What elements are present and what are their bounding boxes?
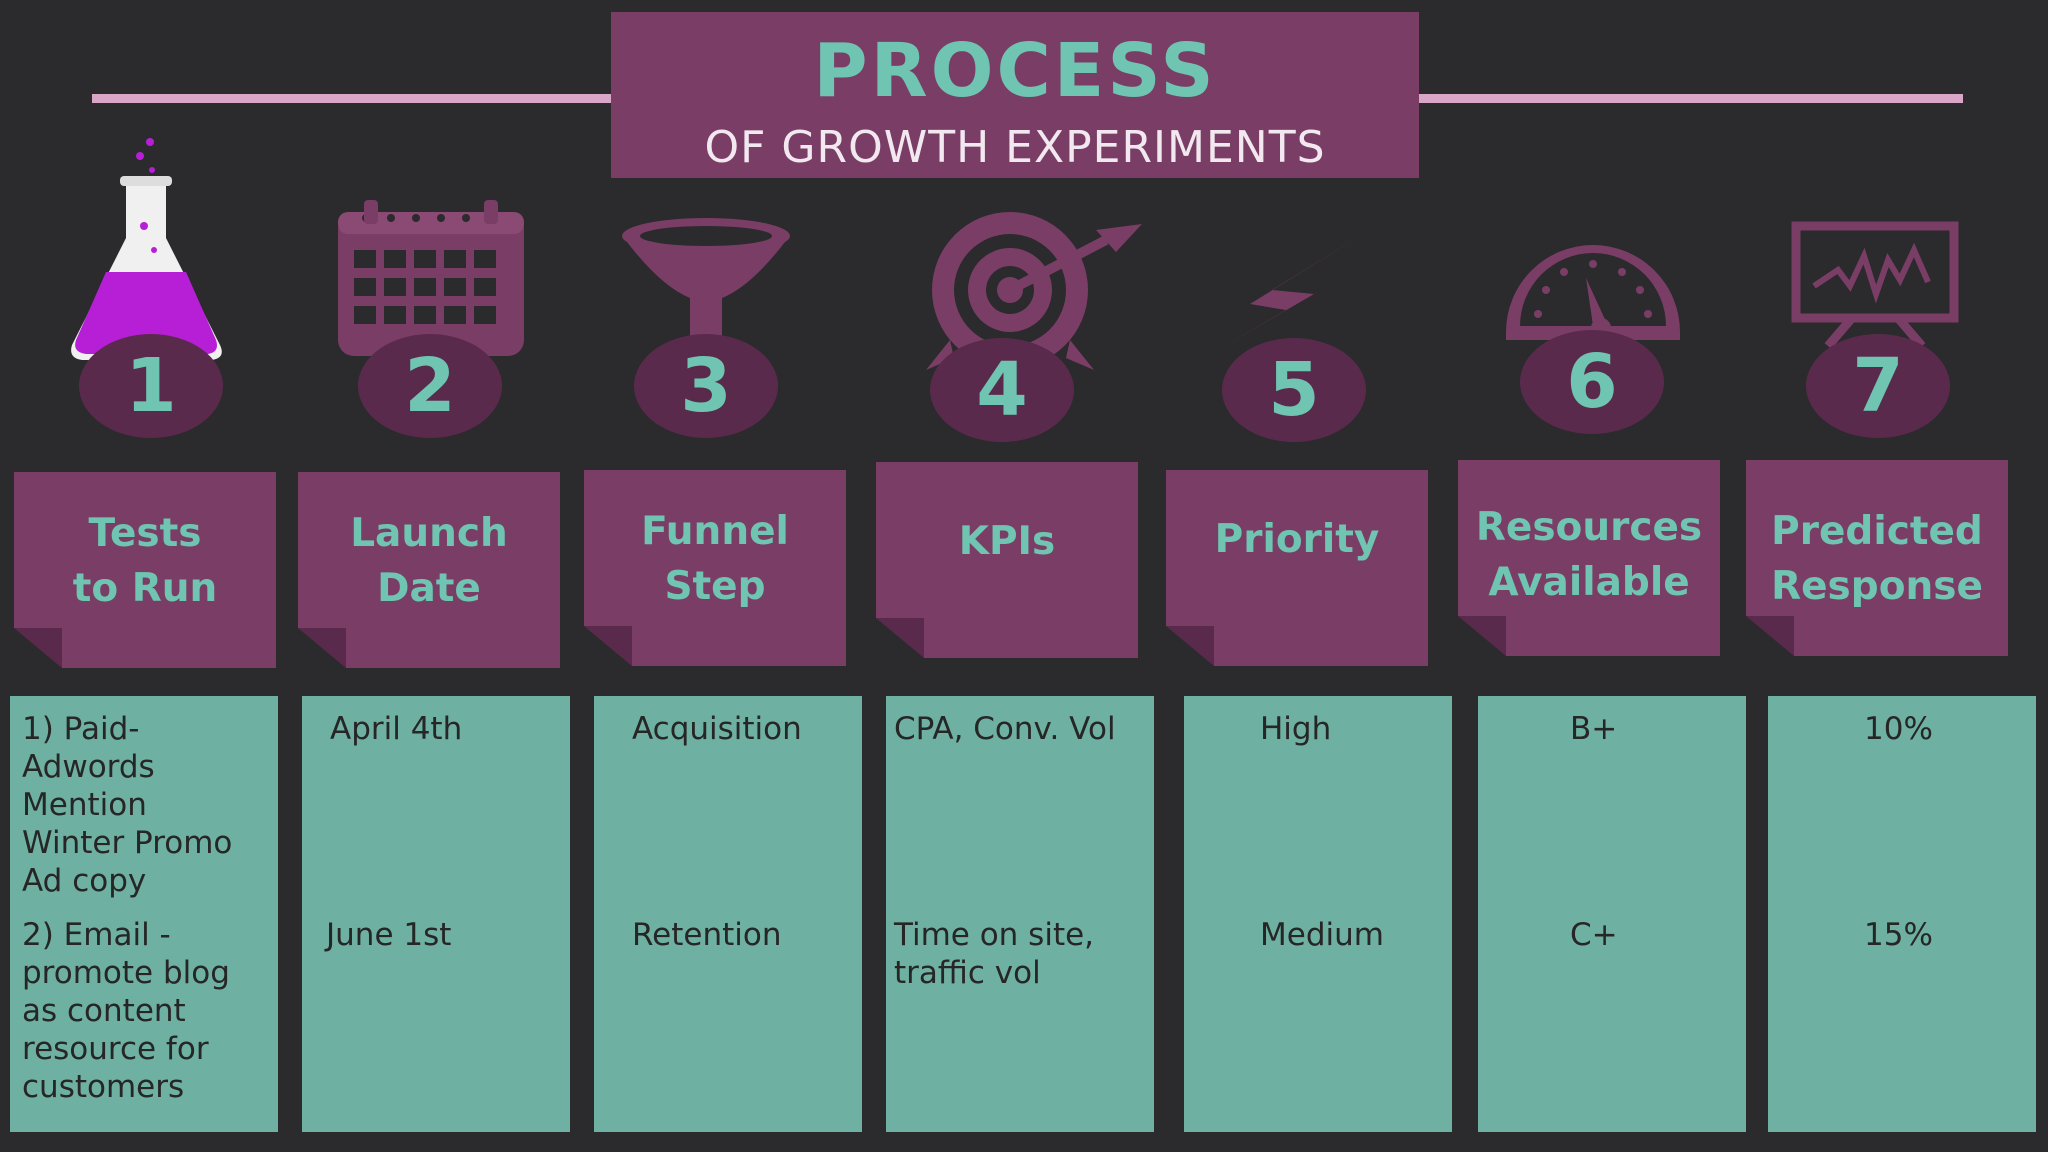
step-number: 3 [634, 334, 778, 438]
step-number: 4 [930, 338, 1074, 442]
monitor-chart-icon [1791, 221, 1959, 348]
column-label: Funnel Step [641, 509, 789, 609]
step-number: 1 [79, 334, 223, 438]
header-rule-left [92, 94, 612, 103]
cell-value: 15% [1864, 917, 1933, 953]
column-label: Predicted Response [1771, 509, 1983, 609]
funnel-icon [622, 218, 790, 346]
page-fold [1166, 626, 1214, 666]
column-header-1: Tests to Run [14, 472, 276, 668]
page-fold [584, 626, 632, 666]
page-fold [298, 628, 346, 668]
column-header-5: Priority [1166, 470, 1428, 666]
page-title: PROCESS [813, 28, 1217, 114]
page-fold [14, 628, 62, 668]
title-banner: PROCESS OF GROWTH EXPERIMENTS [611, 12, 1419, 178]
column-cell-1: 1) Paid- Adwords Mention Winter Promo Ad… [10, 696, 278, 1132]
column-header-7: Predicted Response [1746, 460, 2008, 656]
cell-value: Time on site, traffic vol [894, 917, 1095, 991]
cell-value: CPA, Conv. Vol [894, 711, 1116, 747]
column-label: Tests to Run [72, 511, 218, 611]
column-label: Resources Available [1475, 505, 1703, 605]
step-number: 5 [1222, 338, 1366, 442]
flask-icon [71, 138, 222, 360]
step-number: 2 [358, 334, 502, 438]
page-subtitle: OF GROWTH EXPERIMENTS [704, 122, 1326, 173]
cell-value: Retention [632, 917, 782, 953]
column-cell-6: B+ C+ [1478, 696, 1746, 1132]
cell-value: B+ [1570, 711, 1618, 747]
gauge-icon [1506, 245, 1680, 340]
cell-value: Medium [1260, 917, 1384, 953]
cell-value: June 1st [326, 917, 452, 953]
cell-value: 1) Paid- Adwords Mention Winter Promo Ad… [22, 711, 233, 899]
calendar-icon [338, 200, 524, 356]
cell-value: Acquisition [632, 711, 802, 747]
cell-value: C+ [1570, 917, 1618, 953]
page-fold [1746, 616, 1794, 656]
column-header-2: Launch Date [298, 472, 560, 668]
column-header-3: Funnel Step [584, 470, 846, 666]
cell-value: 10% [1864, 711, 1933, 747]
cell-value: High [1260, 711, 1332, 747]
column-label: Launch Date [350, 511, 508, 611]
column-header-6: Resources Available [1458, 460, 1720, 656]
header-rule-right [1418, 94, 1963, 103]
column-label: Priority [1214, 517, 1380, 562]
column-header-4: KPIs [876, 462, 1138, 658]
step-number: 7 [1806, 334, 1950, 438]
column-cell-7: 10% 15% [1768, 696, 2036, 1132]
target-icon [926, 212, 1142, 370]
cell-value: April 4th [330, 711, 463, 747]
cell-value: 2) Email - promote blog as content resou… [22, 917, 230, 1105]
step-number: 6 [1520, 330, 1664, 434]
lightning-icon [1204, 226, 1376, 358]
page-fold [876, 618, 924, 658]
page-fold [1458, 616, 1506, 656]
column-label: KPIs [958, 519, 1056, 564]
